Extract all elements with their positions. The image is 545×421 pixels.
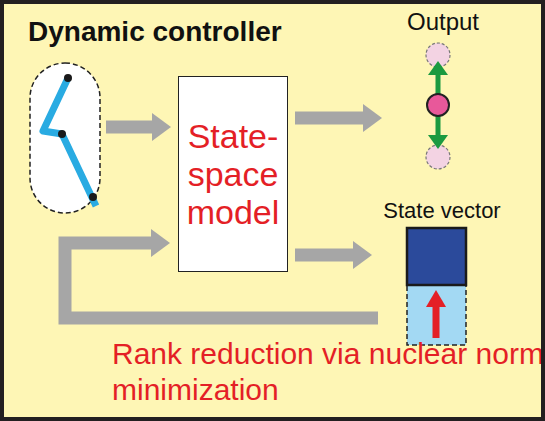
flow-arrow — [295, 241, 372, 269]
state-vector-symbol — [407, 228, 466, 345]
diagram-title: Dynamic controller — [28, 16, 282, 48]
node-text: Output — [388, 8, 498, 36]
arrow-shaft — [295, 112, 365, 125]
input-arrow — [106, 113, 171, 141]
node-text: State vector — [378, 198, 506, 224]
node-text: State-space model — [183, 117, 283, 231]
process-box: State-space model — [178, 76, 288, 272]
output-symbol — [426, 43, 450, 169]
arrow-head — [151, 229, 170, 257]
arrow-head — [353, 241, 372, 269]
arm-figure — [30, 63, 100, 213]
note-label: Rank reduction via nuclear norm minimiza… — [112, 336, 545, 408]
arrow-head — [363, 104, 382, 132]
arrow-shaft — [295, 249, 355, 262]
state-vector-node: State vector — [378, 198, 506, 348]
output-node: Output — [388, 8, 498, 173]
flow-arrow — [295, 104, 382, 132]
